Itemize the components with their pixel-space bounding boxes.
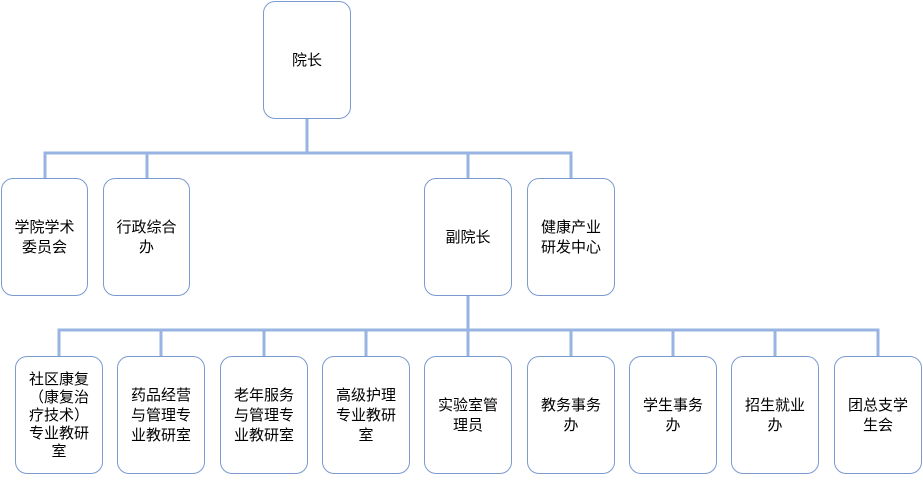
node-academic-committee[interactable]: 学院学术委员会 xyxy=(1,178,88,296)
node-senior-nursing-dept[interactable]: 高级护理专业教研室 xyxy=(322,356,410,474)
node-admin-office[interactable]: 行政综合办 xyxy=(103,178,190,296)
node-academic-committee-label: 学院学术委员会 xyxy=(14,218,75,256)
node-pharma-mgmt-dept[interactable]: 药品经营与管理专业教研室 xyxy=(117,356,205,474)
node-community-rehab-dept[interactable]: 社区康复（康复治疗技术）专业教研室 xyxy=(15,356,103,474)
node-elderly-service-dept[interactable]: 老年服务与管理专业教研室 xyxy=(220,356,308,474)
node-lab-administrator[interactable]: 实验室管理员 xyxy=(424,356,512,474)
node-student-affairs-office-label: 学生事务办 xyxy=(642,396,703,434)
node-admin-office-label: 行政综合办 xyxy=(116,218,177,256)
node-lab-administrator-label: 实验室管理员 xyxy=(437,396,498,434)
node-academic-affairs-office-label: 教务事务办 xyxy=(540,396,601,434)
node-youth-league-student-union[interactable]: 团总支学生会 xyxy=(834,356,922,474)
node-vice-president-label: 副院长 xyxy=(445,228,491,246)
node-health-rd-center[interactable]: 健康产业研发中心 xyxy=(527,178,615,296)
node-pharma-mgmt-dept-label: 药品经营与管理专业教研室 xyxy=(130,386,191,444)
node-president-label: 院长 xyxy=(291,51,322,69)
node-elderly-service-dept-label: 老年服务与管理专业教研室 xyxy=(233,386,294,444)
node-community-rehab-dept-label: 社区康复（康复治疗技术）专业教研室 xyxy=(28,370,89,460)
node-vice-president[interactable]: 副院长 xyxy=(424,178,512,296)
node-admissions-employment-office[interactable]: 招生就业办 xyxy=(731,356,819,474)
node-president[interactable]: 院长 xyxy=(263,1,351,119)
node-academic-affairs-office[interactable]: 教务事务办 xyxy=(527,356,615,474)
node-admissions-employment-office-label: 招生就业办 xyxy=(744,396,805,434)
node-youth-league-student-union-label: 团总支学生会 xyxy=(847,396,908,434)
node-student-affairs-office[interactable]: 学生事务办 xyxy=(629,356,717,474)
node-senior-nursing-dept-label: 高级护理专业教研室 xyxy=(335,386,396,444)
node-health-rd-center-label: 健康产业研发中心 xyxy=(540,218,601,256)
